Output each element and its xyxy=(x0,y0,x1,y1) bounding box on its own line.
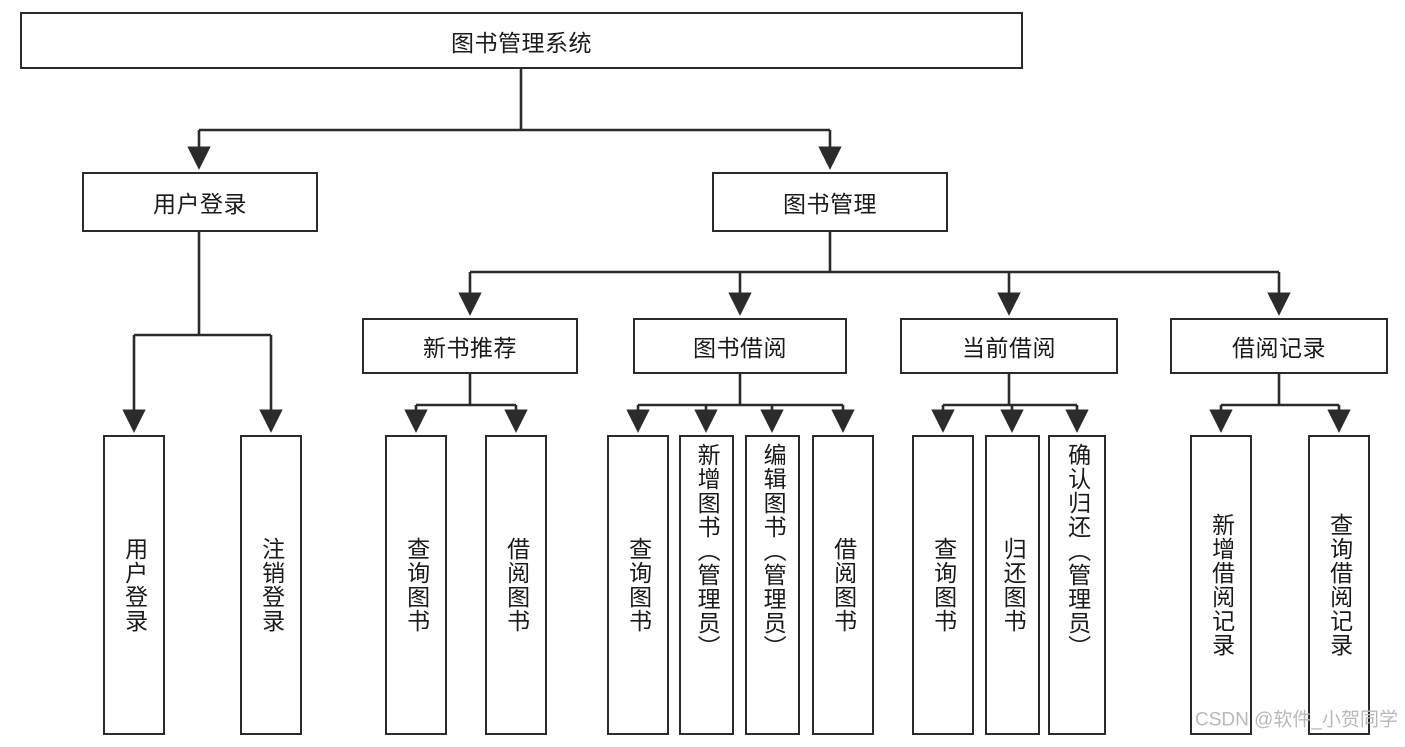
leaf-query-borrow-record[interactable]: 查询借阅记录 xyxy=(1308,435,1370,735)
leaf-return-book-label: 归还图书 xyxy=(1000,537,1027,633)
node-new-book-recommend[interactable]: 新书推荐 xyxy=(362,318,578,374)
leaf-query-book-current[interactable]: 查询图书 xyxy=(912,435,974,735)
leaf-confirm-return-admin-label: 确认归还（管理员） xyxy=(1064,443,1091,659)
leaf-query-borrow-record-label: 查询借阅记录 xyxy=(1326,513,1353,657)
node-borrow-record[interactable]: 借阅记录 xyxy=(1170,318,1388,374)
node-book-borrow-label: 图书借阅 xyxy=(693,335,787,361)
leaf-borrow-book-label: 借阅图书 xyxy=(830,537,857,633)
leaf-query-book-recommend[interactable]: 查询图书 xyxy=(385,435,447,735)
leaf-confirm-return-admin[interactable]: 确认归还（管理员） xyxy=(1048,435,1106,735)
csdn-watermark: CSDN @软件_小贺同学 xyxy=(1195,709,1398,731)
node-root[interactable]: 图书管理系统 xyxy=(20,12,1023,69)
leaf-query-book-borrow[interactable]: 查询图书 xyxy=(607,435,669,735)
leaf-add-borrow-record[interactable]: 新增借阅记录 xyxy=(1190,435,1252,735)
leaf-query-book-recommend-label: 查询图书 xyxy=(403,537,430,633)
leaf-return-book[interactable]: 归还图书 xyxy=(985,435,1040,735)
node-current-borrow-label: 当前借阅 xyxy=(962,335,1056,361)
leaf-add-borrow-record-label: 新增借阅记录 xyxy=(1208,513,1235,657)
leaf-add-book-admin[interactable]: 新增图书（管理员） xyxy=(679,435,734,735)
node-new-book-recommend-label: 新书推荐 xyxy=(423,335,517,361)
node-book-borrow[interactable]: 图书借阅 xyxy=(633,318,847,374)
leaf-borrow-book[interactable]: 借阅图书 xyxy=(812,435,874,735)
leaf-edit-book-admin[interactable]: 编辑图书（管理员） xyxy=(745,435,800,735)
node-borrow-record-label: 借阅记录 xyxy=(1232,335,1326,361)
leaf-user-login[interactable]: 用户登录 xyxy=(103,435,165,735)
leaf-query-book-borrow-label: 查询图书 xyxy=(625,537,652,633)
leaf-borrow-book-recommend-label: 借阅图书 xyxy=(503,537,530,633)
leaf-add-book-admin-label: 新增图书（管理员） xyxy=(694,443,721,659)
node-root-label: 图书管理系统 xyxy=(451,29,592,56)
node-book-management[interactable]: 图书管理 xyxy=(712,172,948,232)
leaf-edit-book-admin-label: 编辑图书（管理员） xyxy=(760,443,787,659)
leaf-query-book-current-label: 查询图书 xyxy=(930,537,957,633)
node-book-management-label: 图书管理 xyxy=(783,191,877,217)
leaf-borrow-book-recommend[interactable]: 借阅图书 xyxy=(485,435,547,735)
node-user-login[interactable]: 用户登录 xyxy=(82,172,318,232)
node-current-borrow[interactable]: 当前借阅 xyxy=(900,318,1118,374)
leaf-user-logout-label: 注销登录 xyxy=(258,537,285,633)
leaf-user-login-label: 用户登录 xyxy=(121,537,148,633)
leaf-user-logout[interactable]: 注销登录 xyxy=(240,435,302,735)
node-user-login-label: 用户登录 xyxy=(153,191,247,217)
